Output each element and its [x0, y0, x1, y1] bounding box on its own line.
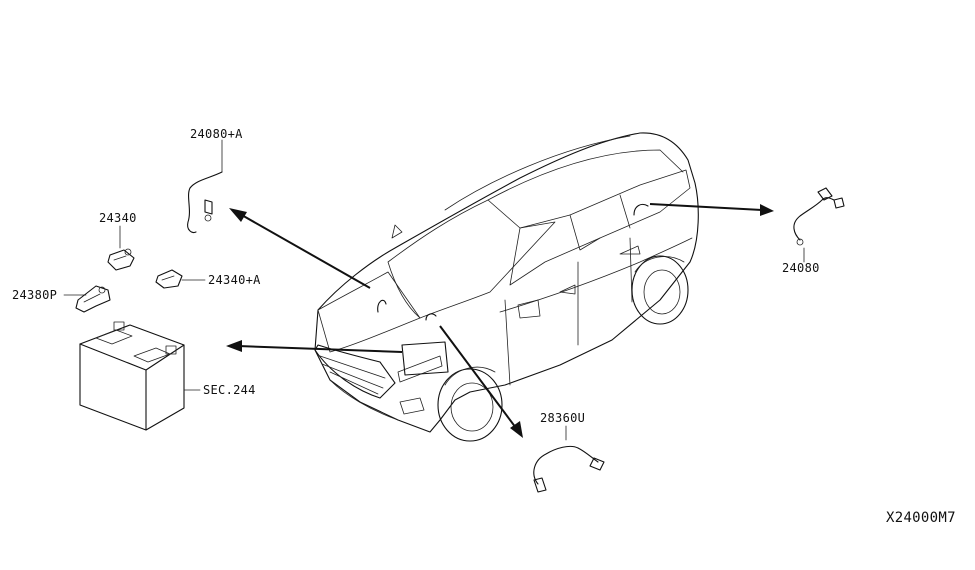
label-bracket-a: 24340+A [208, 273, 261, 287]
bracket-part [107, 225, 135, 271]
arrow-to-harness-front [239, 213, 371, 289]
vehicle-illustration [314, 132, 699, 442]
arrowhead [226, 340, 242, 352]
arrow-to-harness-rear [649, 203, 763, 211]
label-harness-front-a: 24080+A [190, 127, 243, 141]
arrowhead [760, 204, 774, 216]
arrow-to-battery [237, 345, 403, 353]
arrowhead [510, 421, 523, 438]
arrow-to-sensor-harness [439, 325, 517, 429]
harness-front-part [187, 139, 223, 234]
bracket-a-part [155, 269, 206, 289]
label-sensor-harness: 28360U [540, 411, 586, 425]
sensor-harness-part [533, 425, 605, 493]
protector-part [63, 285, 111, 313]
label-battery-section: SEC.244 [203, 383, 256, 397]
label-protector: 24380P [12, 288, 58, 302]
harness-rear-part [793, 187, 845, 263]
battery-part [79, 321, 201, 431]
label-bracket: 24340 [99, 211, 137, 225]
arrowhead [229, 208, 247, 222]
diagram-reference-code: X24000M7 [886, 510, 956, 526]
label-harness-rear: 24080 [782, 261, 820, 275]
arrows [226, 203, 774, 438]
